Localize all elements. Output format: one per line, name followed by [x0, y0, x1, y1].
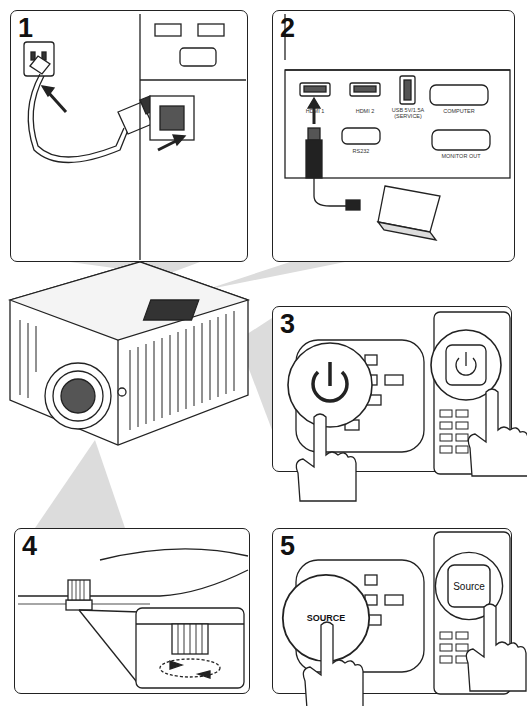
- step-number: 2: [280, 14, 295, 42]
- port-label: HDMI 2: [348, 108, 382, 114]
- button-label: Source: [434, 551, 504, 621]
- port-label: USB 5V/1.5A (SERVICE): [388, 107, 428, 119]
- magnified-button: Source: [434, 551, 504, 621]
- port-label: HDMI 1: [298, 108, 332, 114]
- step-number: 5: [280, 532, 295, 560]
- magnified-button: SOURCE: [281, 573, 371, 663]
- port-label: MONITOR OUT: [432, 153, 490, 159]
- step-number: 3: [280, 310, 295, 338]
- step-number: 1: [18, 14, 33, 42]
- port-label: COMPUTER: [434, 108, 484, 114]
- port-label: RS232: [343, 148, 379, 154]
- step-number: 4: [22, 532, 37, 560]
- button-label: SOURCE: [281, 573, 371, 663]
